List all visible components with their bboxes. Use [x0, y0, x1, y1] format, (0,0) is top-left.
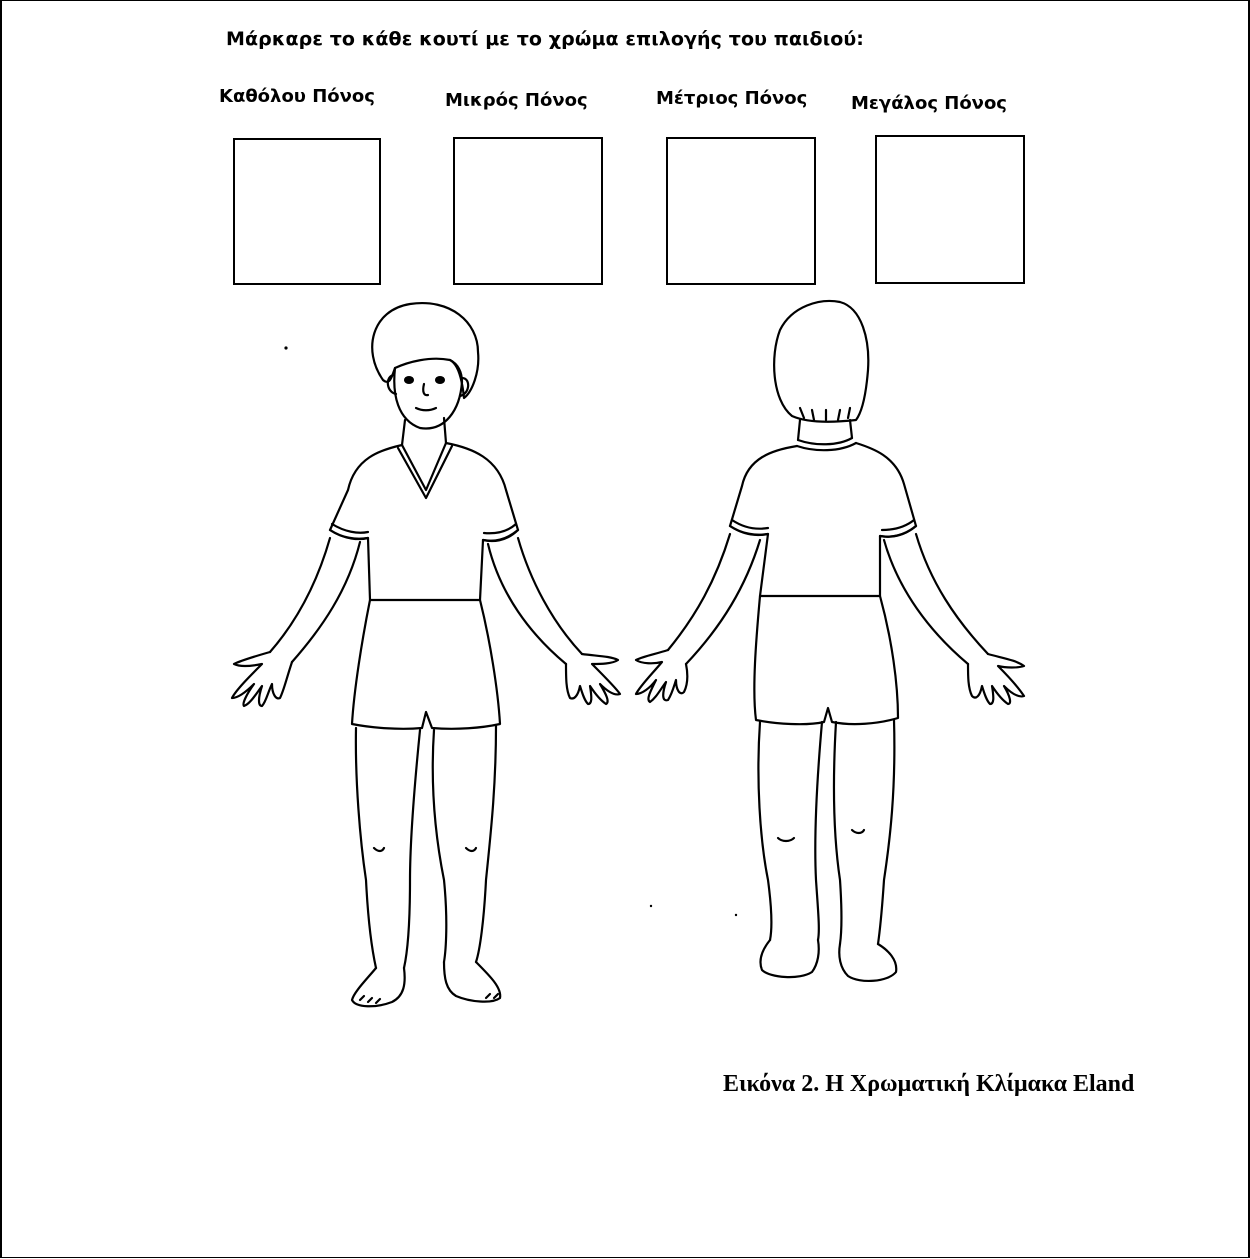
- front-right-hand: [566, 654, 620, 704]
- front-shorts: [352, 600, 500, 729]
- front-view-figure[interactable]: [232, 303, 620, 1006]
- figure-caption: Εικόνα 2. Η Χρωματική Κλίμακα Eland: [723, 1071, 1134, 1098]
- back-right-hand: [968, 654, 1024, 704]
- front-right-foot: [444, 962, 500, 1002]
- front-left-hand: [232, 652, 292, 706]
- back-shorts: [754, 596, 898, 724]
- back-right-foot: [839, 944, 896, 981]
- front-shirt: [330, 443, 518, 600]
- back-left-foot: [760, 940, 818, 977]
- back-left-hand: [636, 650, 687, 702]
- back-shirt: [730, 443, 916, 596]
- back-hair: [774, 301, 868, 422]
- back-view-figure[interactable]: [636, 301, 1024, 981]
